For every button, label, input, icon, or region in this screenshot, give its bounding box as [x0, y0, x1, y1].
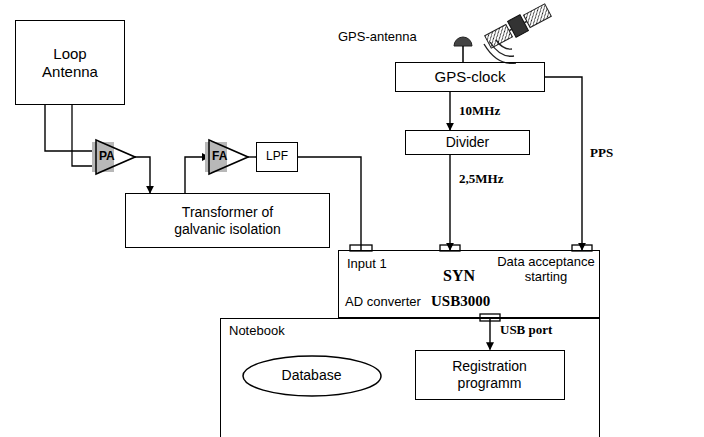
- antenna-label: GPS-antenna: [336, 30, 419, 44]
- signal-line: [45, 105, 96, 151]
- program-box: Registration programm: [415, 350, 565, 400]
- node-text: LPF: [266, 150, 288, 164]
- node-text: Divider: [446, 134, 490, 150]
- frequency-label: 2,5MHz: [457, 172, 505, 186]
- frequency-label: 10MHz: [457, 104, 502, 118]
- signal-line: [489, 318, 490, 350]
- start-label: Data acceptance starting: [497, 255, 595, 285]
- antenna-box: Loop Antenna: [15, 20, 125, 105]
- signal-waves: [484, 40, 516, 63]
- amplifier-triangle: FA: [205, 138, 249, 176]
- node-text: GPS-clock: [435, 68, 506, 85]
- node-text: PA: [99, 150, 115, 164]
- node-text: Loop Antenna: [35, 45, 105, 80]
- device-label: AD converter: [345, 295, 421, 310]
- filter-box: LPF: [256, 142, 298, 172]
- signal-line: [135, 157, 150, 193]
- node-text: Registration programm: [440, 358, 540, 390]
- input-label: Input 1: [347, 257, 387, 272]
- triangle-outline: [96, 140, 135, 174]
- antenna-dome: [454, 37, 472, 46]
- clock-box: GPS-clock: [395, 62, 545, 92]
- amplifier-triangle: PA: [92, 138, 136, 176]
- node-text: Database: [282, 367, 342, 383]
- triangle-outline: [209, 140, 248, 174]
- model-label: USB3000: [431, 293, 490, 310]
- transformer-box: Transformer of galvanic isolation: [125, 193, 330, 248]
- sync-label: SYN: [443, 267, 475, 285]
- satellite-icon: [484, 2, 552, 50]
- node-text: Transformer of galvanic isolation: [173, 204, 283, 236]
- antenna-cable: [462, 46, 464, 62]
- solar-panel: [485, 25, 513, 49]
- converter-box: Input 1 SYN Data acceptance starting AD con…: [338, 250, 600, 318]
- ellipse: [243, 356, 381, 396]
- node-text: Notebook: [229, 324, 285, 339]
- port-label: USB port: [498, 323, 554, 337]
- signal-line: [449, 155, 450, 250]
- notebook-box: NotebookDatabase Registration programm: [220, 318, 600, 437]
- signal-line: [248, 156, 256, 157]
- divider-box: Divider: [405, 130, 530, 155]
- solar-panel: [524, 4, 552, 28]
- signal-line: [449, 92, 450, 130]
- signal-line: [545, 77, 582, 250]
- signal-name: PPS: [588, 146, 615, 160]
- node-text: FA: [212, 150, 227, 164]
- database-ellipse: Database: [242, 355, 382, 397]
